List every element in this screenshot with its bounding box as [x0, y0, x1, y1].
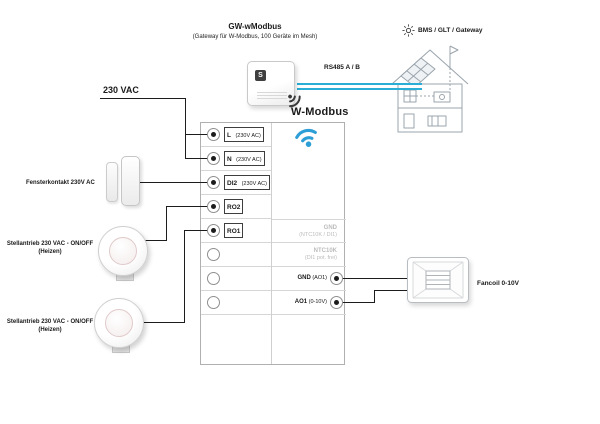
actuator-1-label-line2: (Heizen) [38, 249, 62, 255]
terminal-circle-empty [207, 272, 220, 285]
terminal-row-ao1: AO1 (0-10V) [272, 291, 346, 315]
terminal-detail: (AO1) [312, 275, 327, 281]
terminal-block: L (230V AC) N (230V AC) DI2 (230V AC) RO… [200, 122, 346, 365]
terminal-circle-ao1 [330, 296, 343, 309]
actuator-1-label: Stellantrieb 230 VAC - ON/OFF (Heizen) [4, 240, 96, 256]
terminal-name: N [227, 156, 232, 163]
fancoil-wire-gnd [342, 278, 410, 279]
terminal-circle-l [207, 128, 220, 141]
terminal-row-ntc10k: NTC10K (DI1 pot. frei) [272, 243, 346, 267]
terminal-row-gnd-ntc: GND (NTC10K / DI1) [272, 219, 346, 243]
actuator-1-wire-v [166, 206, 167, 240]
actuator-2-image [93, 297, 147, 353]
terminal-detail: (DI1 pot. frei) [304, 255, 337, 261]
terminal-detail: (230V AC) [236, 157, 262, 163]
window-contact-image [104, 156, 142, 208]
fancoil-wire-ao1-h [342, 302, 375, 303]
actuator-2-wire-v [184, 230, 185, 323]
terminal-row-empty [201, 291, 271, 315]
actuator-2-label: Stellantrieb 230 VAC - ON/OFF (Heizen) [4, 318, 96, 334]
wmodbus-label: W-Modbus [291, 106, 349, 118]
actuator-ring [105, 309, 133, 337]
terminal-name: RO1 [227, 228, 241, 235]
terminal-detail: (230V AC) [235, 133, 261, 139]
terminal-label-di2: DI2 (230V AC) [224, 175, 270, 190]
actuator-2-label-line1: Stellantrieb 230 VAC - ON/OFF [6, 319, 94, 325]
actuator-1-wire-d [144, 240, 167, 241]
bms-label: BMS / GLT / Gateway [418, 27, 483, 34]
terminal-block-divider [271, 123, 272, 364]
terminal-label-n: N (230V AC) [224, 151, 265, 166]
fancoil-wire-ao1-v [374, 290, 375, 303]
terminal-circle-ro2 [207, 200, 220, 213]
window-contact-magnet [106, 162, 118, 202]
gateway-title: GW-wModbus [228, 22, 282, 31]
power-wire-vertical [185, 98, 186, 159]
rs485-label: RS485 A / B [324, 64, 361, 71]
actuator-2-label-line2: (Heizen) [38, 327, 62, 333]
terminal-row-l: L (230V AC) [201, 123, 271, 147]
terminal-label-l: L (230V AC) [224, 127, 264, 142]
actuator-2-wire-d [142, 322, 185, 323]
gateway-vent-line [257, 98, 287, 99]
gateway-wifi-icon [277, 84, 307, 114]
terminal-name: DI2 [227, 180, 238, 187]
terminal-row-empty [201, 267, 271, 291]
terminal-name: AO1 [294, 299, 308, 305]
terminal-name: L [227, 132, 231, 139]
fancoil-image [406, 256, 470, 311]
terminal-row-di2: DI2 (230V AC) [201, 171, 271, 195]
terminal-name: GND [323, 224, 337, 231]
window-contact-sensor [121, 156, 140, 206]
terminal-name: NTC10K [313, 248, 337, 254]
gateway-image: S [247, 61, 295, 106]
terminal-detail: (NTC10K / DI1) [299, 231, 337, 238]
terminal-circle-n [207, 152, 220, 165]
actuator-1-wire-h [166, 206, 210, 207]
rs485-wire-b [297, 88, 422, 90]
terminal-circle-empty [207, 296, 220, 309]
terminal-detail: (230V AC) [241, 181, 267, 187]
actuator-1-image [97, 225, 151, 281]
terminal-circle-empty [207, 248, 220, 261]
rs485-wire-a [297, 83, 422, 85]
window-contact-label: Fensterkontakt 230V AC [26, 180, 95, 186]
terminal-detail: (0-10V) [308, 299, 327, 305]
terminal-row-n: N (230V AC) [201, 147, 271, 171]
terminal-label-ro2: RO2 [224, 199, 244, 214]
gateway-vent-line [257, 95, 287, 96]
terminal-row-gnd-ao1: GND (AO1) [272, 267, 346, 291]
wifi-icon [289, 121, 325, 157]
actuator-ring [109, 237, 137, 265]
power-label: 230 VAC [103, 85, 139, 95]
sun-icon [402, 24, 415, 42]
gateway-subtitle: (Gateway für W-Modbus, 100 Geräte im Mes… [192, 34, 318, 40]
gateway-logo: S [255, 70, 266, 81]
building-sketch [388, 44, 482, 141]
terminal-row-ro1: RO1 [201, 219, 271, 243]
actuator-2-wire-h [184, 230, 210, 231]
terminal-label-ro1: RO1 [224, 223, 244, 238]
power-wire-to-l [185, 134, 210, 135]
terminal-row-ro2: RO2 [201, 195, 271, 219]
fancoil-wire-ao1-d [374, 290, 410, 291]
terminal-name: GND [297, 275, 311, 281]
terminal-name: RO2 [227, 204, 241, 211]
terminal-circle-di2 [207, 176, 220, 189]
fancoil-label: Fancoil 0-10V [477, 280, 519, 287]
actuator-body [94, 298, 144, 348]
actuator-1-label-line1: Stellantrieb 230 VAC - ON/OFF [6, 241, 94, 247]
terminal-row-empty [201, 243, 271, 267]
terminal-circle-gnd-ao1 [330, 272, 343, 285]
power-wire-horizontal [100, 98, 186, 99]
gateway-vent-line [257, 92, 287, 93]
window-contact-wire [138, 182, 210, 183]
power-wire-to-n [185, 158, 210, 159]
terminal-circle-ro1 [207, 224, 220, 237]
